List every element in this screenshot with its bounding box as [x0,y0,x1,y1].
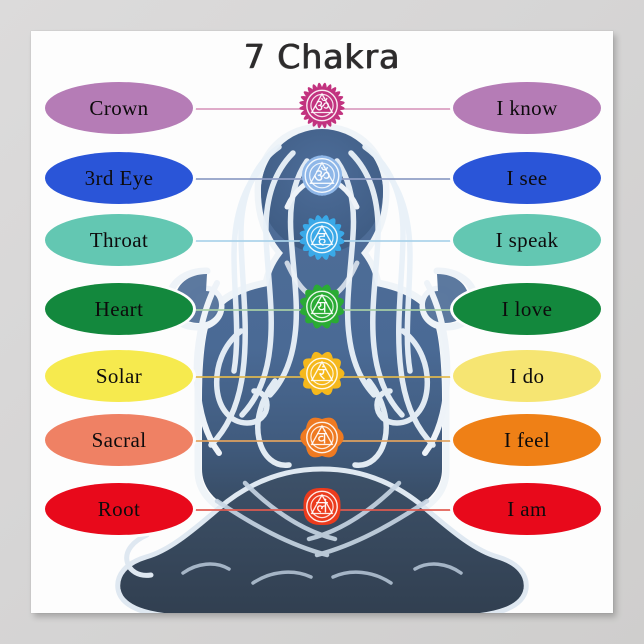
chakra-label-text: Crown [89,95,149,120]
chakra-affirmation-text: I am [507,496,547,521]
poster-content: 7 Chakra [31,31,613,613]
chakra-affirmation-i-know[interactable]: I know [453,82,601,134]
chakra-symbol-sacral: वं [294,410,350,471]
connector-line-right-2 [321,178,501,180]
chakra-affirmation-i-feel[interactable]: I feel [453,414,601,466]
svg-text:यं: यं [317,297,327,317]
chakra-affirmation-i-am[interactable]: I am [453,483,601,535]
chakra-affirmation-text: I see [506,165,548,190]
connector-line-left-1 [149,108,329,110]
page-title: 7 Chakra [243,37,401,76]
svg-text:वं: वं [317,428,327,448]
chakra-affirmation-text: I do [509,363,545,388]
chakra-symbol-throat: हं [294,210,350,271]
connector-line-right-3 [321,240,501,242]
svg-text:ॐ: ॐ [314,96,329,116]
connector-line-left-5 [149,376,329,378]
chakra-label-text: 3rd Eye [84,165,154,190]
chakra-affirmation-text: I love [501,296,553,321]
chakra-label-solar[interactable]: Solar [45,350,193,402]
chakra-affirmation-text: I speak [495,227,559,252]
svg-text:रं: रं [319,364,327,384]
chakra-label-crown[interactable]: Crown [45,82,193,134]
connector-line-right-5 [321,376,501,378]
chakra-label-3rd-eye[interactable]: 3rd Eye [45,152,193,204]
chakra-symbol-solar: रं [294,346,350,407]
chakra-symbol-crown: ॐ [294,78,350,139]
chakra-affirmation-i-see[interactable]: I see [453,152,601,204]
connector-line-right-4 [321,309,501,311]
chakra-label-sacral[interactable]: Sacral [45,414,193,466]
chakra-label-root[interactable]: Root [45,483,193,535]
chakra-label-text: Solar [95,363,143,388]
chakra-label-text: Throat [89,227,149,252]
chakra-label-throat[interactable]: Throat [45,214,193,266]
connector-line-left-2 [149,178,329,180]
connector-line-right-1 [321,108,501,110]
chakra-affirmation-i-speak[interactable]: I speak [453,214,601,266]
chakra-label-heart[interactable]: Heart [45,283,193,335]
connector-line-left-6 [149,440,329,442]
chakra-affirmation-text: I know [496,95,558,120]
chakra-label-text: Root [97,496,141,521]
connector-line-right-7 [321,509,501,511]
connector-line-left-7 [149,509,329,511]
connector-line-right-6 [321,440,501,442]
svg-text:लं: लं [316,497,328,517]
chakra-symbol-heart: यं [294,279,350,340]
chakra-symbol-3rd-eye: ॐ [291,145,353,212]
connector-line-left-4 [149,309,329,311]
chakra-affirmation-i-love[interactable]: I love [453,283,601,335]
chakra-affirmation-i-do[interactable]: I do [453,350,601,402]
chakra-symbol-root: लं [294,479,350,540]
chakra-label-text: Heart [94,296,144,321]
chakra-affirmation-text: I feel [503,427,551,452]
connector-line-left-3 [149,240,329,242]
svg-text:ॐ: ॐ [314,166,331,187]
svg-text:हं: हं [318,228,328,248]
chakra-label-text: Sacral [91,427,147,452]
poster-sheet: 7 Chakra [31,31,613,613]
